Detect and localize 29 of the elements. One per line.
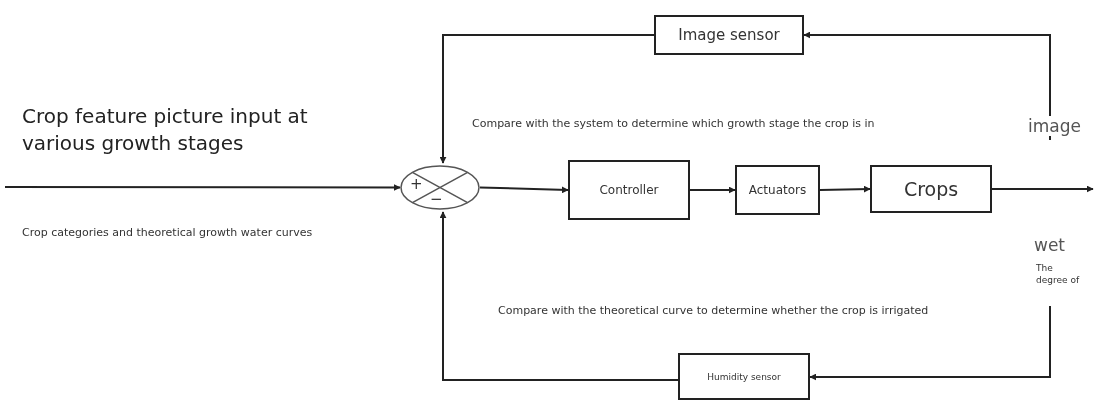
arrow xyxy=(803,31,1051,141)
annotation-text: Compare with the theoretical curve to determine whether the crop is irrigated xyxy=(498,304,929,317)
annotation-text: Crop categories and theoretical growth water curves xyxy=(22,226,313,239)
annotation-text: Compare with the system to determine which growth stage the crop is in xyxy=(472,117,875,130)
summing-junction xyxy=(400,165,480,210)
annotation-text: The degree of xyxy=(1036,262,1081,287)
process-box xyxy=(870,165,992,213)
arrow xyxy=(689,186,736,194)
sign-symbol: + xyxy=(410,177,423,192)
arrow xyxy=(479,186,569,194)
box-label: Crops xyxy=(903,178,959,200)
annotation-text: Crop feature picture input at various growth stages xyxy=(22,103,309,157)
arrow xyxy=(4,184,401,191)
box-label: Image sensor xyxy=(678,26,780,44)
arrow xyxy=(439,211,679,381)
process-box xyxy=(654,15,804,55)
arrow xyxy=(809,305,1051,381)
process-box xyxy=(568,160,690,220)
sign-symbol: − xyxy=(430,192,443,207)
box-label: Controller xyxy=(599,183,659,197)
process-box xyxy=(735,165,820,215)
arrow xyxy=(439,34,655,164)
edge-label: image xyxy=(1028,116,1081,136)
box-label: Actuators xyxy=(748,183,807,197)
arrow xyxy=(991,185,1094,193)
process-box xyxy=(678,353,810,400)
arrow xyxy=(819,185,871,193)
annotation-text: wet xyxy=(1034,235,1066,255)
box-label: Humidity sensor xyxy=(707,371,781,382)
